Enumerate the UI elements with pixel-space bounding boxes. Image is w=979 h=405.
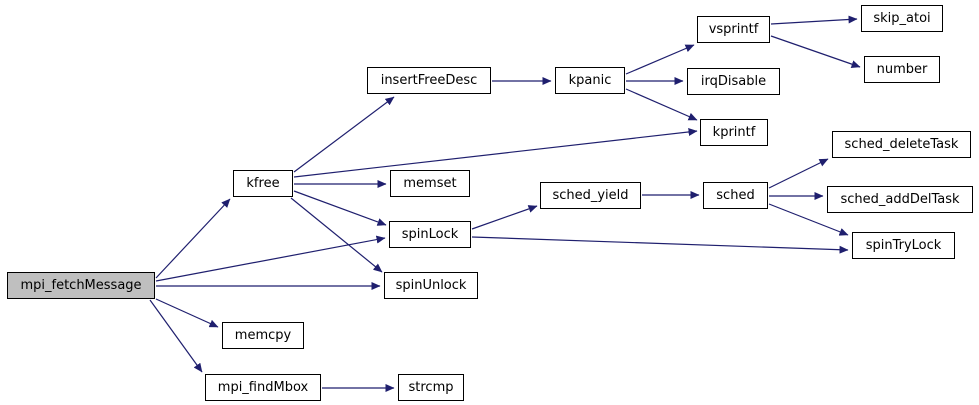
graph-node-vsprintf[interactable]: vsprintf — [697, 16, 770, 43]
graph-node-label: memcpy — [234, 328, 292, 343]
graph-node-kprintf[interactable]: kprintf — [700, 119, 768, 146]
graph-edge-kfree-to-insertFreeDesc — [293, 96, 395, 173]
graph-node-sched_deleteTask[interactable]: sched_deleteTask — [832, 131, 971, 158]
graph-node-spinLock[interactable]: spinLock — [389, 221, 471, 248]
graph-edge-spinLock-to-spinTryLock — [471, 236, 849, 254]
graph-node-label: sched_yield — [552, 188, 629, 203]
graph-node-label: sched — [716, 188, 755, 203]
graph-node-label: spinTryLock — [865, 238, 942, 253]
graph-node-label: memset — [403, 176, 457, 191]
graph-node-label: strcmp — [408, 380, 454, 395]
graph-edge-kfree-to-kprintf — [293, 127, 698, 178]
graph-node-skip_atoi[interactable]: skip_atoi — [861, 5, 943, 32]
graph-edge-vsprintf-to-number — [770, 35, 861, 68]
graph-node-label: spinUnlock — [395, 278, 467, 293]
graph-node-kfree[interactable]: kfree — [233, 170, 293, 197]
graph-edge-kpanic-to-kprintf — [625, 88, 698, 121]
graph-edge-mpi_fetchMessage-to-mpi_findMbox — [149, 299, 203, 373]
graph-edge-kpanic-to-vsprintf — [625, 44, 695, 75]
graph-node-mpi_fetchMessage[interactable]: mpi_fetchMessage — [7, 272, 155, 299]
graph-node-label: mpi_findMbox — [217, 380, 309, 395]
graph-node-memset[interactable]: memset — [390, 170, 470, 197]
graph-node-label: skip_atoi — [873, 11, 931, 26]
graph-node-mpi_findMbox[interactable]: mpi_findMbox — [205, 374, 321, 401]
graph-node-label: vsprintf — [708, 22, 759, 37]
graph-node-label: number — [876, 62, 928, 77]
graph-node-label: kprintf — [712, 125, 756, 140]
graph-node-spinTryLock[interactable]: spinTryLock — [852, 232, 955, 259]
graph-node-label: insertFreeDesc — [380, 73, 478, 88]
graph-node-label: sched_deleteTask — [844, 137, 959, 152]
graph-node-spinUnlock[interactable]: spinUnlock — [384, 272, 478, 299]
graph-node-label: mpi_fetchMessage — [20, 278, 142, 293]
graph-edge-sched-to-sched_deleteTask — [768, 158, 829, 189]
graph-edge-mpi_fetchMessage-to-memcpy — [155, 298, 219, 328]
graph-node-sched_addDelTask[interactable]: sched_addDelTask — [827, 186, 973, 213]
graph-node-label: spinLock — [401, 227, 459, 242]
graph-edge-sched-to-spinTryLock — [768, 203, 849, 236]
graph-node-insertFreeDesc[interactable]: insertFreeDesc — [367, 67, 491, 94]
graph-node-sched[interactable]: sched — [703, 182, 768, 209]
graph-node-memcpy[interactable]: memcpy — [222, 322, 304, 349]
graph-edge-spinLock-to-sched_yield — [471, 205, 538, 230]
graph-edge-kfree-to-spinUnlock — [290, 197, 383, 273]
graph-edge-vsprintf-to-skip_atoi — [770, 15, 858, 25]
graph-node-number[interactable]: number — [864, 56, 940, 83]
graph-edge-mpi_fetchMessage-to-spinLock — [155, 235, 386, 282]
graph-node-label: kfree — [246, 176, 280, 191]
graph-node-strcmp[interactable]: strcmp — [398, 374, 464, 401]
graph-node-label: irqDisable — [700, 74, 767, 89]
graph-node-label: kpanic — [568, 73, 612, 88]
graph-node-irqDisable[interactable]: irqDisable — [687, 68, 780, 95]
graph-edge-kfree-to-spinLock — [293, 190, 387, 226]
graph-node-sched_yield[interactable]: sched_yield — [540, 182, 641, 209]
graph-node-kpanic[interactable]: kpanic — [555, 67, 625, 94]
graph-edge-mpi_fetchMessage-to-kfree — [155, 198, 231, 279]
graph-node-label: sched_addDelTask — [840, 192, 960, 207]
